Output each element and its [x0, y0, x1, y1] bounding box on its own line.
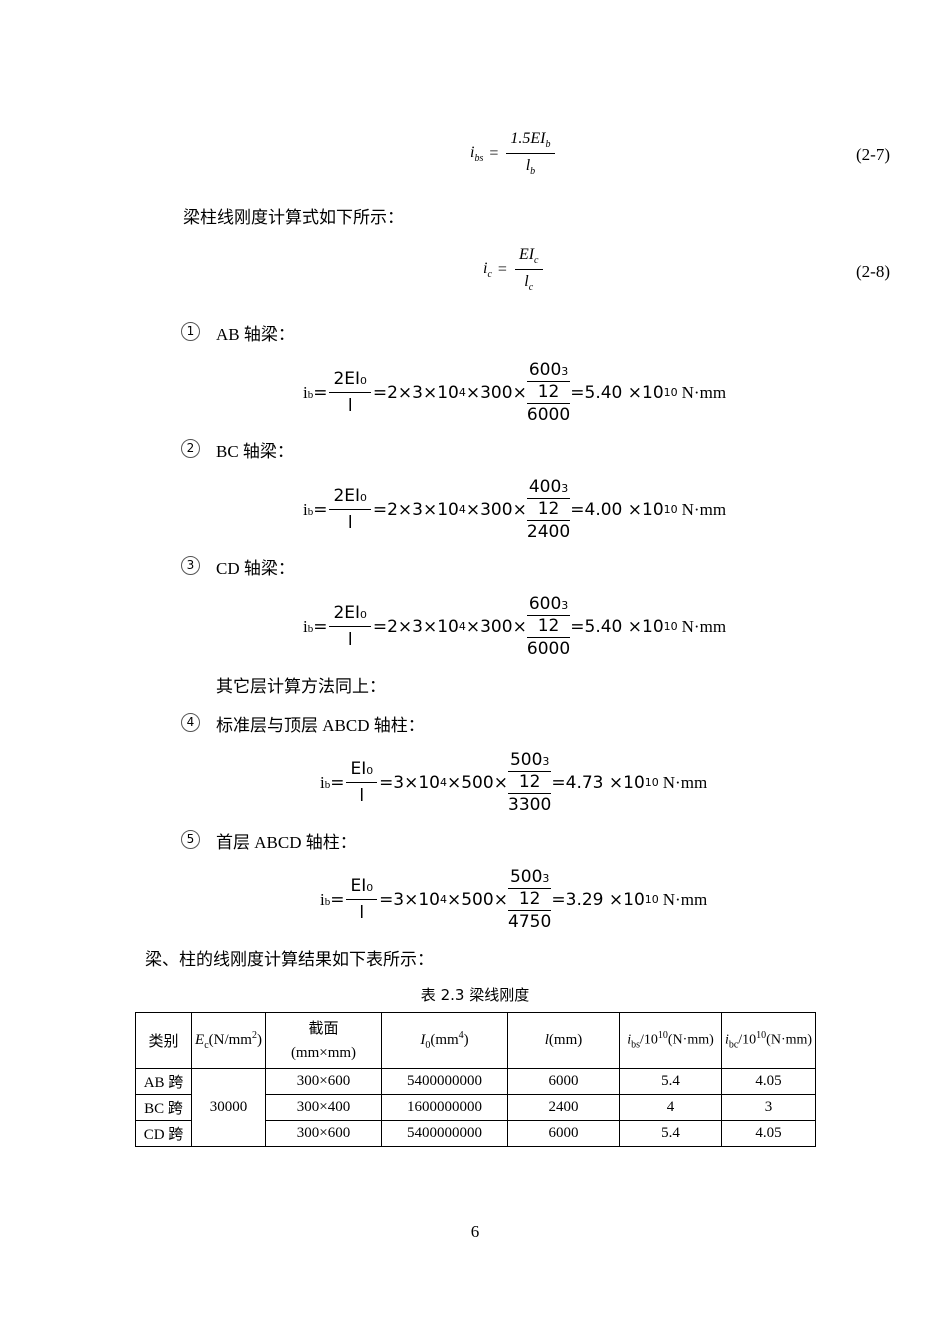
cell-type: BC 跨 — [135, 1094, 192, 1121]
item-number-5: 5 — [181, 830, 200, 849]
header-l: l(mm) — [507, 1012, 620, 1069]
cell-i0: 5400000000 — [381, 1120, 508, 1147]
item-label-4: 标准层与顶层 ABCD 轴柱： — [216, 716, 425, 735]
table-caption: 表 2.3 梁线刚度 — [420, 986, 530, 1004]
cell-l: 2400 — [507, 1094, 620, 1121]
cell-section: 300×600 — [265, 1120, 382, 1147]
cell-ibc: 4.05 — [721, 1120, 816, 1147]
item-number-4: 4 — [181, 713, 200, 732]
item-number-1: 1 — [181, 322, 200, 341]
cell-type: AB 跨 — [135, 1068, 192, 1095]
eq27-lhs: ibs — [470, 143, 484, 164]
eq27-fraction: 1.5EIb lb — [506, 130, 555, 177]
other-layers-text: 其它层计算方法同上： — [216, 677, 386, 696]
equation-number-2-7: (2-7) — [856, 145, 890, 164]
cell-i0: 1600000000 — [381, 1094, 508, 1121]
item-label-2: BC 轴梁： — [216, 442, 294, 461]
cell-ibs: 5.4 — [619, 1068, 722, 1095]
table-row: CD 跨 300×600 5400000000 6000 5.4 4.05 — [135, 1120, 816, 1147]
equation-2-8: ic = EIc lc — [483, 246, 545, 293]
item-number-2: 2 — [181, 439, 200, 458]
item-label-1: AB 轴梁： — [216, 325, 295, 344]
header-ibs: ibs/1010(N·mm) — [619, 1012, 722, 1069]
equation-number-2-8: (2-8) — [856, 262, 890, 281]
cell-ibc: 4.05 — [721, 1068, 816, 1095]
table-header-row: 类别 Ec(N/mm2) 截面(mm×mm) I0(mm4) l(mm) ibs… — [135, 1012, 816, 1069]
table-row: BC 跨 300×400 1600000000 2400 4 3 — [135, 1094, 816, 1121]
item-label-3: CD 轴梁： — [216, 559, 295, 578]
table-row: AB 跨 30000 300×600 5400000000 6000 5.4 4… — [135, 1068, 816, 1147]
eq28-fraction: EIc lc — [514, 246, 543, 293]
cell-ec: 30000 — [191, 1068, 266, 1147]
cell-ibs: 5.4 — [619, 1120, 722, 1147]
intro-text: 梁柱线刚度计算式如下所示： — [183, 208, 404, 227]
header-section: 截面(mm×mm) — [265, 1012, 382, 1069]
header-ibc: ibc/1010(N·mm) — [721, 1012, 816, 1069]
item-label-5: 首层 ABCD 轴柱： — [216, 833, 357, 852]
cell-ibs: 4 — [619, 1094, 722, 1121]
cell-l: 6000 — [507, 1120, 620, 1147]
beam-stiffness-table: 类别 Ec(N/mm2) 截面(mm×mm) I0(mm4) l(mm) ibs… — [135, 1012, 816, 1147]
item-number-3: 3 — [181, 556, 200, 575]
header-i0: I0(mm4) — [381, 1012, 508, 1069]
result-intro-text: 梁、柱的线刚度计算结果如下表所示： — [145, 950, 434, 969]
cell-section: 300×400 — [265, 1094, 382, 1121]
cell-ibc: 3 — [721, 1094, 816, 1121]
equation-2-7: ibs = 1.5EIb lb — [470, 130, 557, 177]
header-ec: Ec(N/mm2) — [191, 1012, 266, 1069]
page-number: 6 — [470, 1222, 480, 1241]
header-type: 类别 — [135, 1012, 192, 1069]
cell-section: 300×600 — [265, 1068, 382, 1095]
cell-i0: 5400000000 — [381, 1068, 508, 1095]
cell-l: 6000 — [507, 1068, 620, 1095]
cell-type: CD 跨 — [135, 1120, 192, 1147]
eq28-lhs: ic — [483, 259, 492, 280]
